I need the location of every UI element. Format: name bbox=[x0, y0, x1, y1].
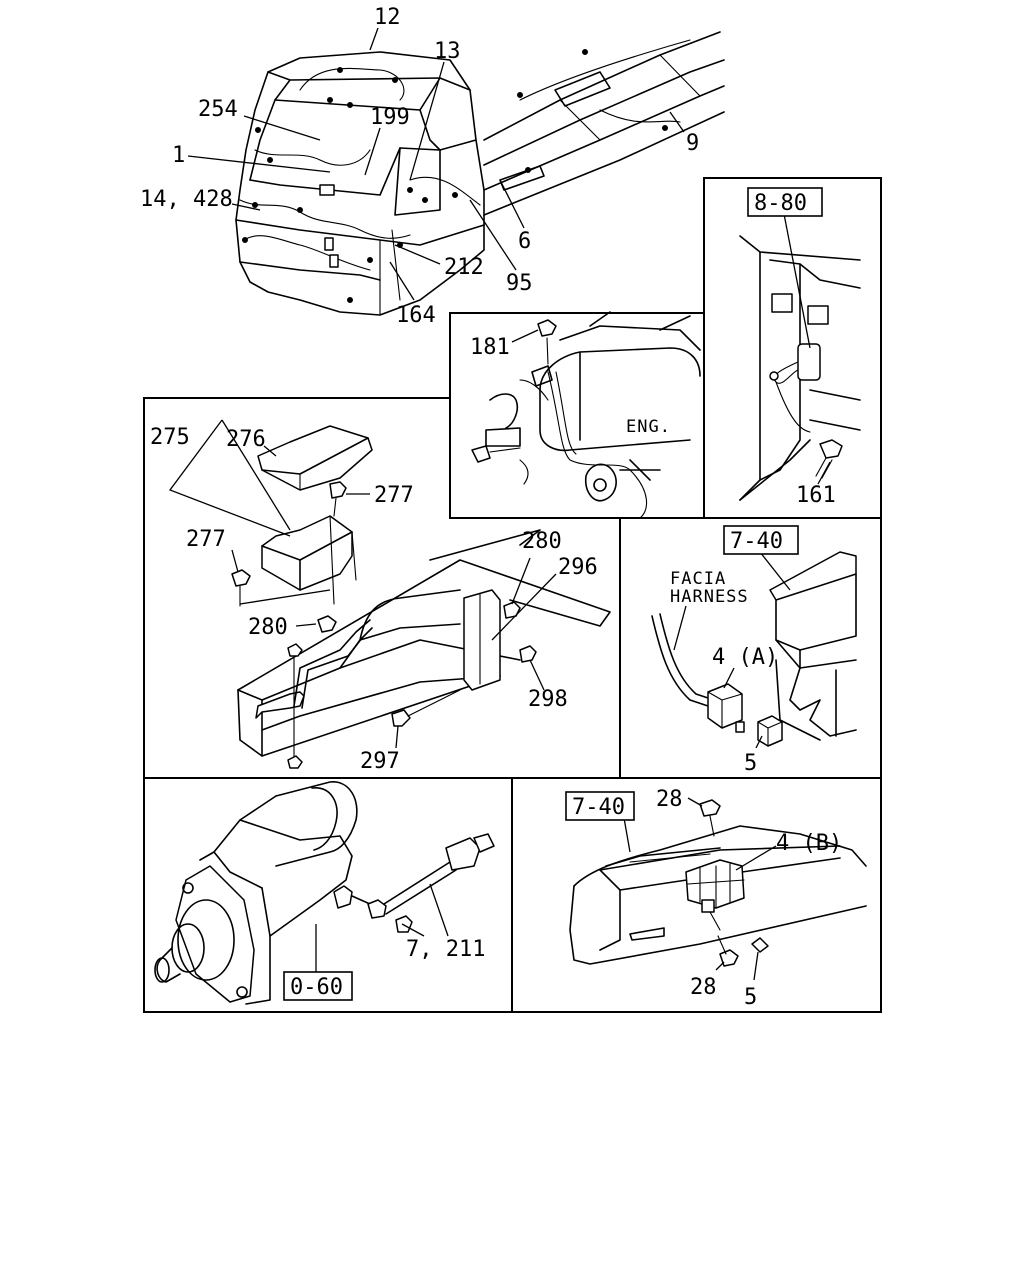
callout-9: 9 bbox=[686, 131, 699, 156]
connector-4a bbox=[707, 683, 743, 729]
callout-296: 296 bbox=[558, 555, 598, 580]
cab-callouts: 12 13 254 199 1 14, 428 9 6 212 95 164 bbox=[140, 5, 699, 328]
panel-frames bbox=[143, 177, 882, 1013]
callout-297: 297 bbox=[360, 749, 400, 774]
callout-7-211: 7, 211 bbox=[406, 937, 485, 962]
nut-280-right bbox=[503, 601, 521, 619]
callout-254: 254 bbox=[198, 97, 238, 122]
connector-5 bbox=[757, 715, 783, 747]
callout-6: 6 bbox=[518, 229, 531, 254]
bolt-161 bbox=[819, 439, 843, 459]
engine-panel-frame bbox=[449, 312, 705, 519]
callout-4a: 4 (A) bbox=[712, 645, 778, 670]
callout-164: 164 bbox=[396, 303, 436, 328]
nut-298 bbox=[519, 645, 537, 663]
dash-panel-drawing bbox=[569, 797, 867, 981]
facia-panel-drawing bbox=[651, 551, 857, 749]
callout-277-top: 277 bbox=[374, 483, 414, 508]
ref-8-80: 8-80 bbox=[754, 191, 807, 216]
eng-label: ENG. bbox=[626, 417, 671, 437]
callout-280-right: 280 bbox=[522, 529, 562, 554]
callout-276: 276 bbox=[226, 427, 266, 452]
cover-276 bbox=[257, 425, 373, 491]
callout-4b: 4 (B) bbox=[776, 831, 842, 856]
callout-199: 199 bbox=[370, 105, 410, 130]
callout-28-bottom: 28 bbox=[690, 975, 717, 1000]
ref-7-40-dash: 7-40 bbox=[572, 795, 625, 820]
starter-flange bbox=[175, 865, 255, 1003]
engine-panel-drawing bbox=[471, 311, 701, 519]
callout-14-428: 14, 428 bbox=[140, 187, 233, 212]
relay-component bbox=[797, 343, 821, 381]
callout-12: 12 bbox=[374, 5, 401, 30]
cab-leader-lines bbox=[187, 27, 685, 301]
dash-panel-frame bbox=[511, 777, 882, 1013]
ref-box-7-40-facia bbox=[723, 525, 799, 555]
callout-298: 298 bbox=[528, 687, 568, 712]
ref-7-40-facia: 7-40 bbox=[730, 529, 783, 554]
cab-side-window bbox=[394, 147, 441, 216]
facia-harness-line1: FACIA bbox=[670, 569, 726, 589]
callout-277-left: 277 bbox=[186, 527, 226, 552]
screw-28-top bbox=[699, 799, 721, 817]
facia-harness-line2: HARNESS bbox=[670, 587, 749, 607]
callout-181: 181 bbox=[470, 335, 510, 360]
cab-overview-drawing bbox=[235, 31, 725, 316]
nut-181 bbox=[537, 319, 557, 337]
callout-95: 95 bbox=[506, 271, 533, 296]
cable-lead bbox=[255, 691, 305, 719]
bolt-297 bbox=[391, 709, 411, 727]
bolt-277-left bbox=[231, 569, 251, 587]
bolt-277-top bbox=[329, 481, 347, 499]
callout-275: 275 bbox=[150, 425, 190, 450]
fuse-panel-drawing bbox=[168, 419, 611, 769]
ref-box-8-80 bbox=[747, 187, 823, 217]
starter-panel-drawing bbox=[154, 781, 495, 1005]
callout-1: 1 bbox=[172, 143, 185, 168]
callout-13: 13 bbox=[434, 39, 461, 64]
ref-0-60: 0-60 bbox=[290, 975, 343, 1000]
callout-28-top: 28 bbox=[656, 787, 683, 812]
screw-28-bottom bbox=[719, 949, 739, 967]
clip-5-dash bbox=[751, 937, 769, 953]
sensor-7-211 bbox=[445, 837, 481, 871]
callout-5-facia: 5 bbox=[744, 751, 757, 776]
callout-212: 212 bbox=[444, 255, 484, 280]
junction-block bbox=[319, 184, 335, 196]
bracket-panel-frame bbox=[703, 177, 882, 519]
bracket-275 bbox=[261, 515, 353, 591]
ref-box-0-60 bbox=[283, 971, 353, 1001]
callout-280-left: 280 bbox=[248, 615, 288, 640]
nut-280-left bbox=[317, 615, 337, 633]
fuse-callouts: 275 276 277 277 280 280 296 298 297 bbox=[150, 425, 598, 774]
ref-box-7-40-dash bbox=[565, 791, 635, 821]
callout-5-dash: 5 bbox=[744, 985, 757, 1010]
bracket-296 bbox=[463, 589, 501, 691]
roof-harness bbox=[299, 67, 405, 101]
callout-161: 161 bbox=[796, 483, 836, 508]
bracket-panel-drawing bbox=[739, 213, 861, 501]
